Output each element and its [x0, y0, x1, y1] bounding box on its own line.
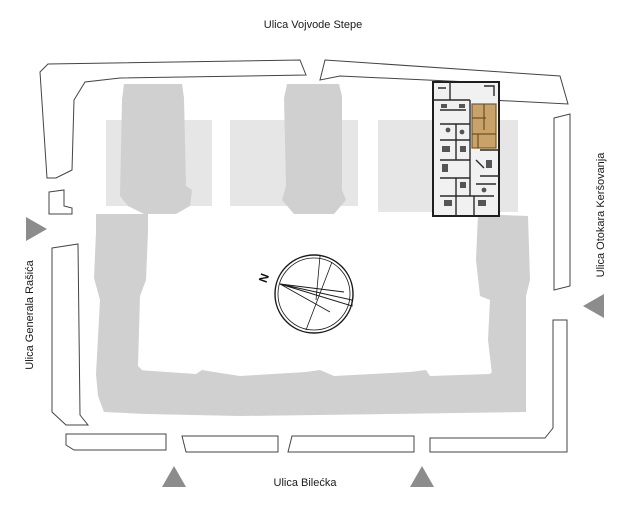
compass-icon: N [256, 254, 354, 334]
street-label-bottom: Ulica Bilećka [274, 477, 338, 489]
block-outline-top-left [39, 59, 307, 179]
building-wing-bottom [138, 368, 526, 416]
block-outline-right-upper [553, 113, 571, 291]
triangle-arrow-icon-right[interactable] [583, 294, 604, 318]
building-wing-right [476, 214, 530, 374]
apartment-walls [472, 104, 496, 148]
sidewalk-outlines [39, 59, 571, 453]
floorplan-walls [433, 82, 499, 216]
highlighted-building[interactable] [432, 81, 500, 217]
block-outline-bottom-mid-right [287, 435, 415, 453]
building-tower-left [120, 84, 192, 214]
building-tower-middle [282, 84, 346, 214]
entrance-arrows [26, 217, 604, 487]
compass-label: N [256, 272, 272, 285]
building-wing-left [94, 214, 148, 414]
block-outline-bottom-mid-left [181, 435, 279, 453]
triangle-arrow-icon-left[interactable] [26, 217, 47, 241]
floorplan-fixtures [441, 104, 492, 206]
street-label-left: Ulica Generala Rašića [24, 259, 36, 369]
triangle-arrow-icon-bottom-right[interactable] [410, 466, 434, 487]
street-label-top: Ulica Vojvode Stepe [264, 19, 362, 31]
block-outline-left [51, 243, 90, 426]
block-outline-right-lower [429, 319, 568, 453]
block-outline-bottom-left [65, 433, 167, 451]
triangle-arrow-icon-bottom-left[interactable] [162, 466, 186, 487]
street-label-right: Ulica Otokara Keršovanja [595, 152, 607, 278]
building-footprint [94, 84, 530, 416]
block-outline-left-small [48, 189, 73, 215]
